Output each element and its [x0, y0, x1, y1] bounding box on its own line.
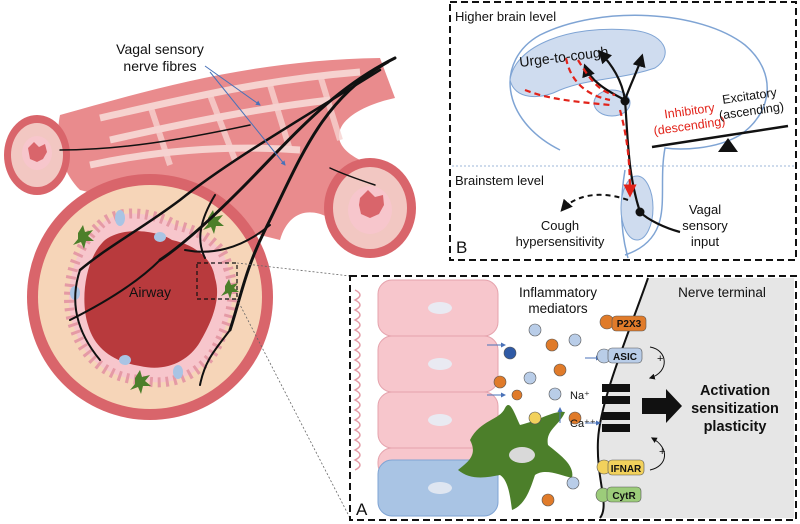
immune-cell-icon	[221, 279, 239, 299]
airway-lumen	[84, 231, 218, 368]
vagal-input-label-2: sensory	[682, 218, 728, 233]
receptor-label: CytR	[612, 491, 636, 502]
balance-beam	[651, 124, 789, 149]
immune-cell-icon	[130, 370, 151, 394]
airway-label: Airway	[129, 284, 171, 300]
nerve-terminal	[597, 278, 794, 518]
plus-sign: +	[657, 353, 663, 365]
sodium-ion-label: Na⁺	[570, 390, 590, 402]
cough-hypersensitivity-label-2: hypersensitivity	[516, 234, 605, 249]
outcome-label: Activation	[700, 383, 770, 399]
small-airway-right	[324, 158, 416, 258]
big-arrow-icon	[642, 389, 682, 423]
calcium-ion-label: Ca⁺⁺	[570, 418, 596, 430]
cortex-region	[509, 28, 666, 98]
receptor-asic: ASIC	[596, 347, 643, 364]
higher-brain-level-label: Higher brain level	[455, 9, 556, 24]
panel-b: Higher brain level Brainstem level Urge-…	[449, 1, 797, 261]
plus-sign: +	[659, 446, 665, 458]
vagal-input-label: Vagal	[689, 202, 721, 217]
mediators-label-2: mediators	[528, 301, 588, 316]
cough-hypersensitivity-label: Cough	[541, 218, 579, 233]
immune-cell-icon	[203, 210, 224, 234]
receptor-label: ASIC	[613, 352, 637, 363]
panel-b-letter: B	[456, 238, 467, 257]
immune-cell-icon	[73, 225, 94, 249]
nerve-fibres-label-2: nerve fibres	[123, 58, 196, 74]
zoom-box	[196, 262, 238, 300]
receptor-p2x3: P2X3	[599, 314, 647, 332]
balance-fulcrum-icon	[718, 138, 738, 152]
panel-a-letter: A	[356, 500, 368, 519]
outcome-label-3: plasticity	[704, 419, 767, 435]
receptor-cytr: CytR	[595, 486, 642, 503]
nerve-terminal-label: Nerve terminal	[678, 285, 766, 300]
receptor-label: P2X3	[617, 319, 642, 330]
receptor-label: IFNAR	[611, 464, 642, 475]
mediators-label: Inflammatory	[519, 285, 597, 300]
mediator-particles	[493, 323, 582, 507]
outcome-label-2: sensitization	[691, 401, 779, 417]
panel-a: P2X3 ASIC IFNAR CytR Na⁺ Ca⁺⁺ +	[349, 275, 797, 521]
receptor-ifnar: IFNAR	[596, 459, 645, 476]
small-airway-left	[4, 115, 70, 195]
brainstem-level-label: Brainstem level	[455, 173, 544, 188]
nerve-fibres-label: Vagal sensory	[116, 41, 204, 57]
airway-illustration: Vagal sensory nerve fibres Airway	[4, 41, 416, 519]
vagal-nerve-fibres	[59, 56, 397, 386]
vagal-input-label-3: input	[691, 234, 720, 249]
ion-channels	[602, 384, 630, 432]
brain-outline	[509, 14, 768, 256]
brainstem-region	[620, 175, 654, 241]
